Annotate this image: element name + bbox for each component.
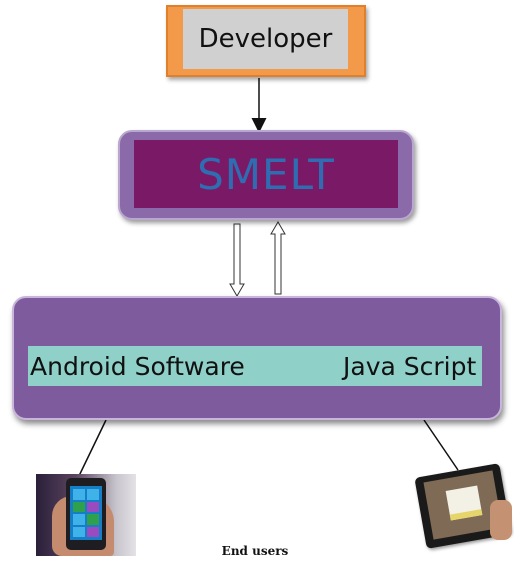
java-script-label: Java Script	[343, 351, 477, 381]
developer-label: Developer	[183, 9, 348, 69]
platform-to-tablet-line	[423, 419, 459, 471]
smelt-label: SMELT	[197, 149, 335, 199]
android-software-label: Android Software	[30, 351, 245, 381]
phone-screen-tiles	[70, 486, 102, 540]
platform-to-smelt-arrow	[270, 221, 286, 295]
platform-band	[28, 346, 482, 386]
smelt-inner-panel	[134, 140, 398, 208]
platform-to-phone-line	[77, 419, 107, 479]
smelt-to-platform-arrow	[229, 223, 245, 297]
tablet-document	[445, 485, 483, 521]
tablet-hand-shape	[490, 500, 512, 540]
end-users-caption: End users	[221, 544, 289, 558]
